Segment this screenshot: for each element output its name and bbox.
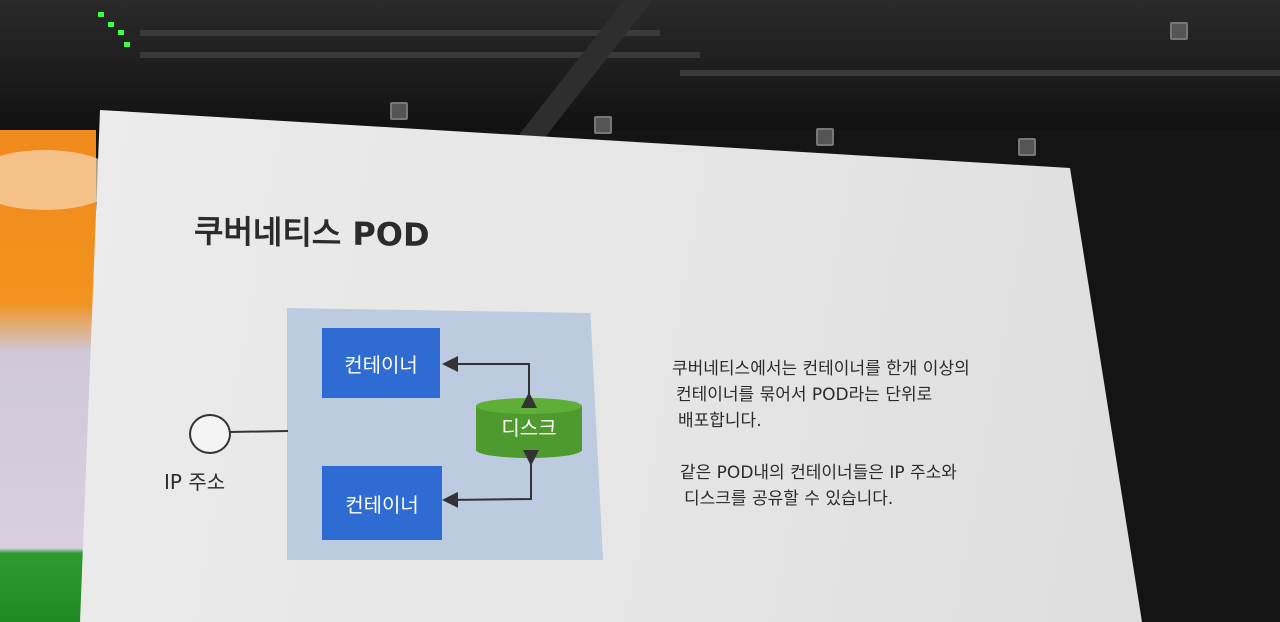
stage-light (390, 102, 408, 120)
description-paragraph-2: 같은 POD내의 컨테이너들은 IP 주소와 디스크를 공유할 수 있습니다. (680, 460, 957, 512)
container-box-top: 컨테이너 (322, 328, 440, 398)
stage-light (1018, 138, 1036, 156)
container-box-bottom: 컨테이너 (322, 466, 442, 540)
stage-light (1170, 22, 1188, 40)
ip-connector-line (228, 430, 289, 433)
container-label: 컨테이너 (344, 352, 418, 377)
ceiling-beam (516, 0, 658, 152)
ceiling-truss (680, 70, 1280, 76)
ceiling-truss (140, 30, 660, 36)
ip-address-node (189, 414, 231, 454)
description-paragraph-1: 쿠버네티스에서는 컨테이너를 한개 이상의 컨테이너를 묶어서 POD라는 단위… (672, 356, 970, 434)
bottom-container-disk-arrow (442, 450, 539, 508)
status-leds (96, 8, 136, 48)
description-line: 디스크를 공유할 수 있습니다. (684, 489, 894, 509)
description-line: 배포합니다. (678, 411, 762, 431)
top-container-disk-arrow (442, 356, 537, 408)
stage-light (594, 116, 612, 134)
ceiling-truss (140, 52, 700, 58)
side-banner (0, 130, 120, 622)
stage-light (816, 128, 834, 146)
description-line: 쿠버네티스에서는 컨테이너를 한개 이상의 (672, 359, 970, 379)
description-line: 컨테이너를 묶어서 POD라는 단위로 (676, 385, 933, 405)
disk-label: 디스크 (501, 416, 557, 440)
container-label: 컨테이너 (345, 492, 419, 517)
description-line: 같은 POD내의 컨테이너들은 IP 주소와 (680, 463, 957, 483)
venue-ceiling (0, 0, 1280, 156)
ip-address-label: IP 주소 (164, 470, 226, 494)
